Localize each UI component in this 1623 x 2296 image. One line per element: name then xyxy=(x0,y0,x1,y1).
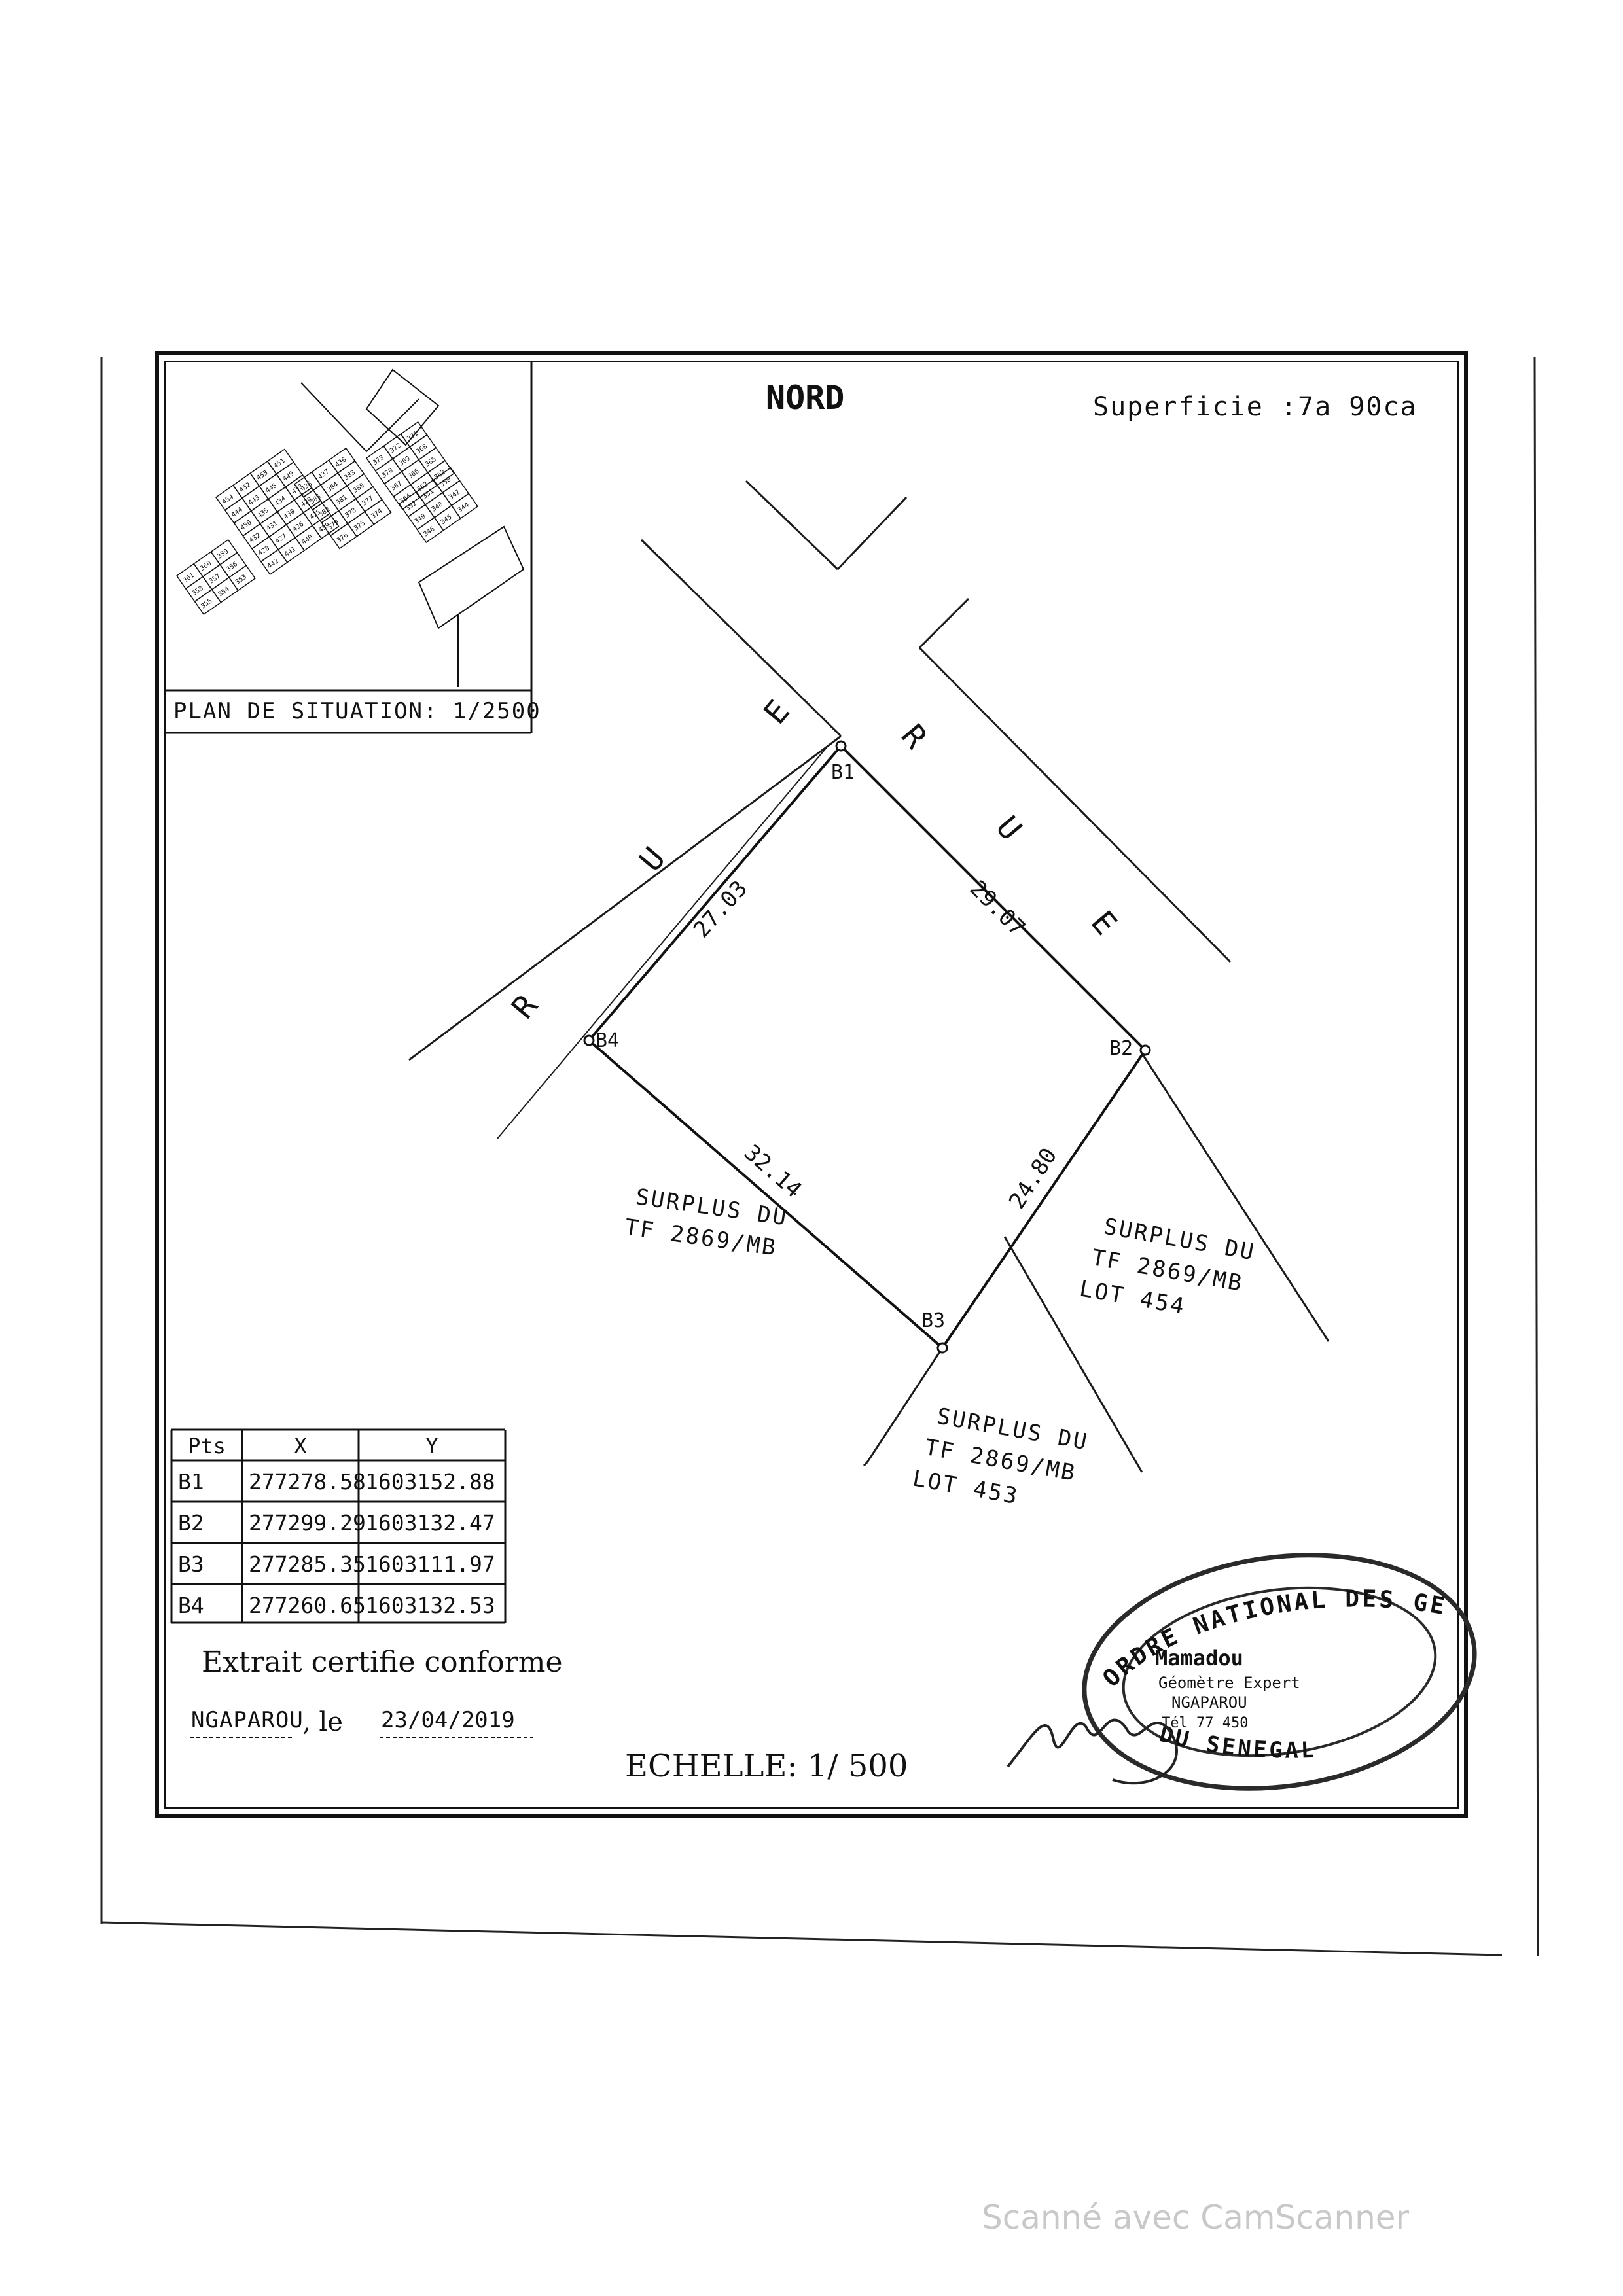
table-header: Y xyxy=(425,1434,438,1458)
table-cell: 1603132.47 xyxy=(365,1510,495,1536)
table-cell: B4 xyxy=(178,1593,204,1618)
point-label-b4: B4 xyxy=(596,1029,619,1052)
side-length: 29.07 xyxy=(965,875,1031,942)
date-prefix: , le xyxy=(302,1707,343,1737)
street-letter: E xyxy=(1084,904,1124,942)
streets xyxy=(408,480,1330,1473)
stamp-name: Mamadou xyxy=(1155,1646,1243,1670)
table-cell: 1603132.53 xyxy=(365,1593,495,1618)
table-cell: B2 xyxy=(178,1510,204,1536)
point-label-b2: B2 xyxy=(1109,1037,1133,1060)
boundary-marker xyxy=(835,740,847,752)
side-length: 32.14 xyxy=(739,1140,806,1203)
stamp-phone: Tél 77 450 xyxy=(1162,1715,1248,1731)
north-label: NORD xyxy=(766,379,844,417)
signature xyxy=(1007,1718,1178,1785)
place-date: NGAPAROU , le 23/04/2019 xyxy=(190,1707,533,1738)
situation-inset: 4544524534514444434454494504354344334324… xyxy=(165,361,541,734)
parcel: B1 B2 B3 B4 27.03 29.07 24.80 32.14 xyxy=(583,740,1151,1354)
table-cell: 1603111.97 xyxy=(365,1551,495,1577)
stamp-city: NGAPAROU xyxy=(1171,1693,1247,1712)
stamp-title: Géomètre Expert xyxy=(1158,1674,1300,1692)
boundary-marker xyxy=(583,1034,595,1046)
street-letter: U xyxy=(989,809,1029,847)
scan-watermark: Scanné avec CamScanner xyxy=(982,2199,1410,2236)
table-cell: 277285.35 xyxy=(249,1551,366,1577)
street-letter: U xyxy=(632,841,672,879)
table-header: X xyxy=(294,1434,306,1458)
table-cell: B3 xyxy=(178,1551,204,1577)
situation-label: PLAN DE SITUATION: 1/2500 xyxy=(173,698,541,724)
table-header: Pts xyxy=(188,1434,226,1458)
boundary-marker xyxy=(1139,1044,1151,1056)
neighbour-label: SURPLUS DU TF 2869/MB LOT 454 xyxy=(1077,1213,1257,1320)
point-label-b1: B1 xyxy=(831,761,855,784)
table-cell: 277299.29 xyxy=(249,1510,366,1536)
table-cell: B1 xyxy=(178,1469,204,1494)
street-letters-left: R U E xyxy=(505,694,796,1026)
surveyor-stamp: ORDRE NATIONAL DES GEOMETRES DU SENEGAL … xyxy=(0,0,1477,1791)
table-cell: 1603152.88 xyxy=(365,1469,495,1494)
document-frame xyxy=(155,351,1468,1818)
boundary-marker xyxy=(936,1342,948,1354)
area-label: Superficie :7a 90ca xyxy=(1093,392,1418,422)
situation-map: 4544524534514444434454494504354344334324… xyxy=(175,368,525,687)
street-letter: R xyxy=(894,718,935,756)
table-cell: 277260.65 xyxy=(249,1593,366,1618)
street-letter: R xyxy=(505,988,545,1026)
point-label-b3: B3 xyxy=(921,1309,945,1332)
side-length: 24.80 xyxy=(1004,1143,1062,1214)
date: 23/04/2019 xyxy=(381,1707,515,1733)
street-letter: E xyxy=(757,694,796,732)
place: NGAPAROU xyxy=(191,1707,304,1733)
certification-text: Extrait certifie conforme xyxy=(202,1646,563,1679)
table-cell: 277278.58 xyxy=(249,1469,366,1494)
scale-label: ECHELLE: 1/ 500 xyxy=(625,1748,908,1784)
neighbour-label: SURPLUS DU TF 2869/MB LOT 453 xyxy=(910,1403,1090,1510)
